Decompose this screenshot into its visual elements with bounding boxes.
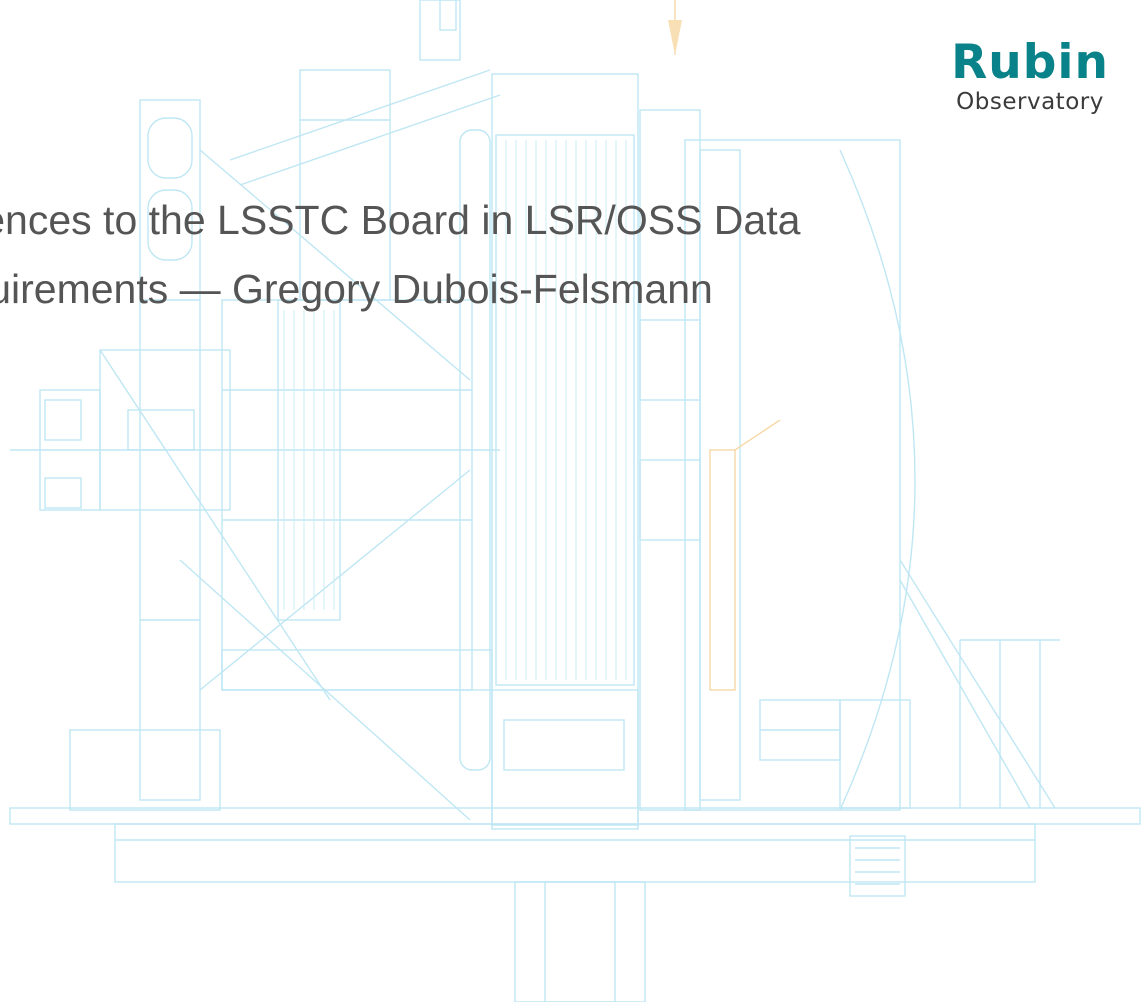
slide-title-line-1: References to the LSSTC Board in LSR/OSS… [0,197,801,243]
camera-hatching [283,140,627,680]
blueprint-lines [9,0,1141,1002]
slide-title-line-2: Requirements — Gregory Dubois-Felsmann [0,266,713,312]
logo-subtitle: Observatory [956,89,1104,115]
logo-wordmark: Rubin [951,35,1109,90]
accent-lines [668,0,781,691]
rubin-observatory-logo: Rubin Observatory [930,35,1130,115]
